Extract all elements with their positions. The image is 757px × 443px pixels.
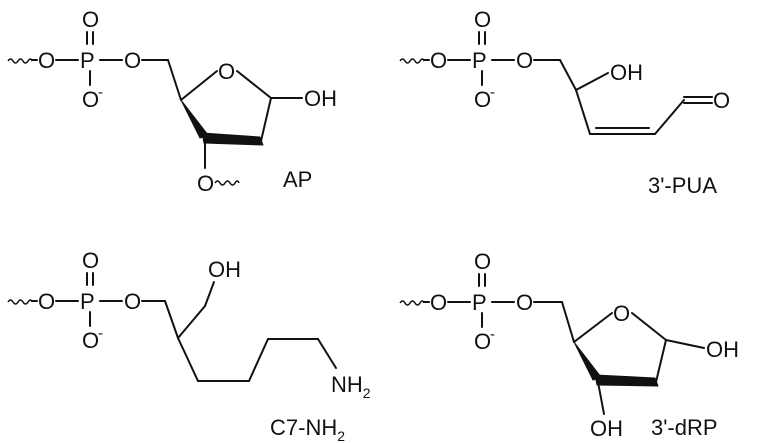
bond-c3-oh-drp — [597, 381, 605, 415]
atom-oh-drp-3: OH — [590, 416, 623, 441]
wavy-bond-c7 — [7, 299, 33, 305]
wavy-bond-pua — [399, 58, 425, 64]
atom-oh-ap: OH — [304, 86, 337, 111]
bond-c5-c4-drp — [561, 301, 575, 343]
atom-o-c7-top: O — [82, 248, 99, 273]
charge-drp: - — [490, 326, 495, 343]
atom-o-pua-lower: O — [474, 87, 491, 112]
bond-c1-oh-drp — [665, 339, 705, 349]
atom-o-c7-1: O — [38, 289, 55, 314]
bond-chain-5-c7 — [317, 338, 337, 369]
atom-o-drp-2: O — [516, 290, 533, 315]
label-3-drp: 3'-dRP — [651, 415, 718, 440]
bond-c1-c2-ap — [260, 97, 272, 142]
atom-p-drp: P — [472, 290, 487, 315]
bond-ch-ch2oh-c7 — [177, 305, 206, 339]
atom-o-pua-top: O — [474, 7, 491, 32]
atom-oh-c7: OH — [208, 257, 241, 282]
structure-3-pua: O P O O - O OH O 3'-PUA — [399, 7, 730, 198]
bond-c4-oh-pua — [575, 72, 609, 91]
atom-o-ap-2: O — [124, 48, 141, 73]
bond-c4-c3-pua — [575, 89, 591, 135]
label-3-pua: 3'-PUA — [648, 173, 717, 198]
bond-c2-c1-pua — [654, 99, 685, 135]
wavy-bond-ap-3prime — [214, 180, 240, 186]
atom-o-drp-lower: O — [474, 329, 491, 354]
bond-chain-3-c7 — [248, 338, 269, 382]
atom-p-ap: P — [80, 48, 95, 73]
wavy-bond-ap-5prime — [7, 58, 33, 64]
charge-ap: - — [98, 84, 103, 101]
atom-oh-pua: OH — [610, 60, 643, 85]
atom-o-ap-1: O — [38, 48, 55, 73]
bond-c1-c2-drp — [655, 339, 667, 383]
bond-ch2-ch-c7 — [164, 300, 179, 339]
atom-o-pua-1: O — [430, 48, 447, 73]
atom-o-ap-top: O — [82, 7, 99, 32]
atom-o-ap-lower: O — [82, 87, 99, 112]
atom-o-c7-2: O — [124, 289, 141, 314]
bond-oring-c1-ap — [236, 70, 272, 99]
wedge-c4-c3-ap — [180, 99, 209, 139]
atom-oh-drp-1: OH — [706, 337, 739, 362]
wavy-bond-drp — [399, 300, 425, 306]
atom-o-ring-drp: O — [613, 301, 630, 326]
bond-ch2-oh-c7 — [204, 281, 215, 307]
wedge-c3-c2-drp — [594, 374, 659, 387]
bond-c5-c4-ap — [167, 59, 182, 101]
atom-p-c7: P — [80, 289, 95, 314]
atom-o-drp-1: O — [430, 290, 447, 315]
atom-o-ap-3prime: O — [197, 171, 214, 196]
wedge-c3-c2-ap — [201, 132, 264, 146]
bond-chain-1-c7 — [177, 337, 199, 382]
structure-3-drp: O P O O - O O OH OH 3'-dRP — [399, 249, 739, 441]
bond-ch2-c4-pua — [559, 59, 577, 91]
atom-o-pua-2: O — [516, 48, 533, 73]
atom-p-pua: P — [472, 48, 487, 73]
charge-c7: - — [98, 325, 103, 342]
structure-c7-nh2: O P O O - O OH NH2 C7-NH2 — [7, 248, 371, 443]
atom-o-ring-ap: O — [218, 59, 235, 84]
atom-o-c7-lower: O — [82, 328, 99, 353]
label-c7-nh2: C7-NH2 — [270, 415, 345, 443]
atom-nh2-c7: NH2 — [331, 372, 371, 401]
bond-c4-oring-drp — [573, 312, 613, 343]
label-ap: AP — [283, 167, 312, 192]
bond-c4-oring-ap — [180, 70, 218, 101]
bond-oring-c1-drp — [631, 312, 667, 341]
atom-o-aldehyde-pua: O — [713, 88, 730, 113]
atom-o-drp-top: O — [474, 249, 491, 274]
wedge-c4-c3-drp — [573, 341, 602, 381]
structure-ap: O P O O - O O OH O AP — [7, 7, 337, 196]
charge-pua: - — [490, 84, 495, 101]
